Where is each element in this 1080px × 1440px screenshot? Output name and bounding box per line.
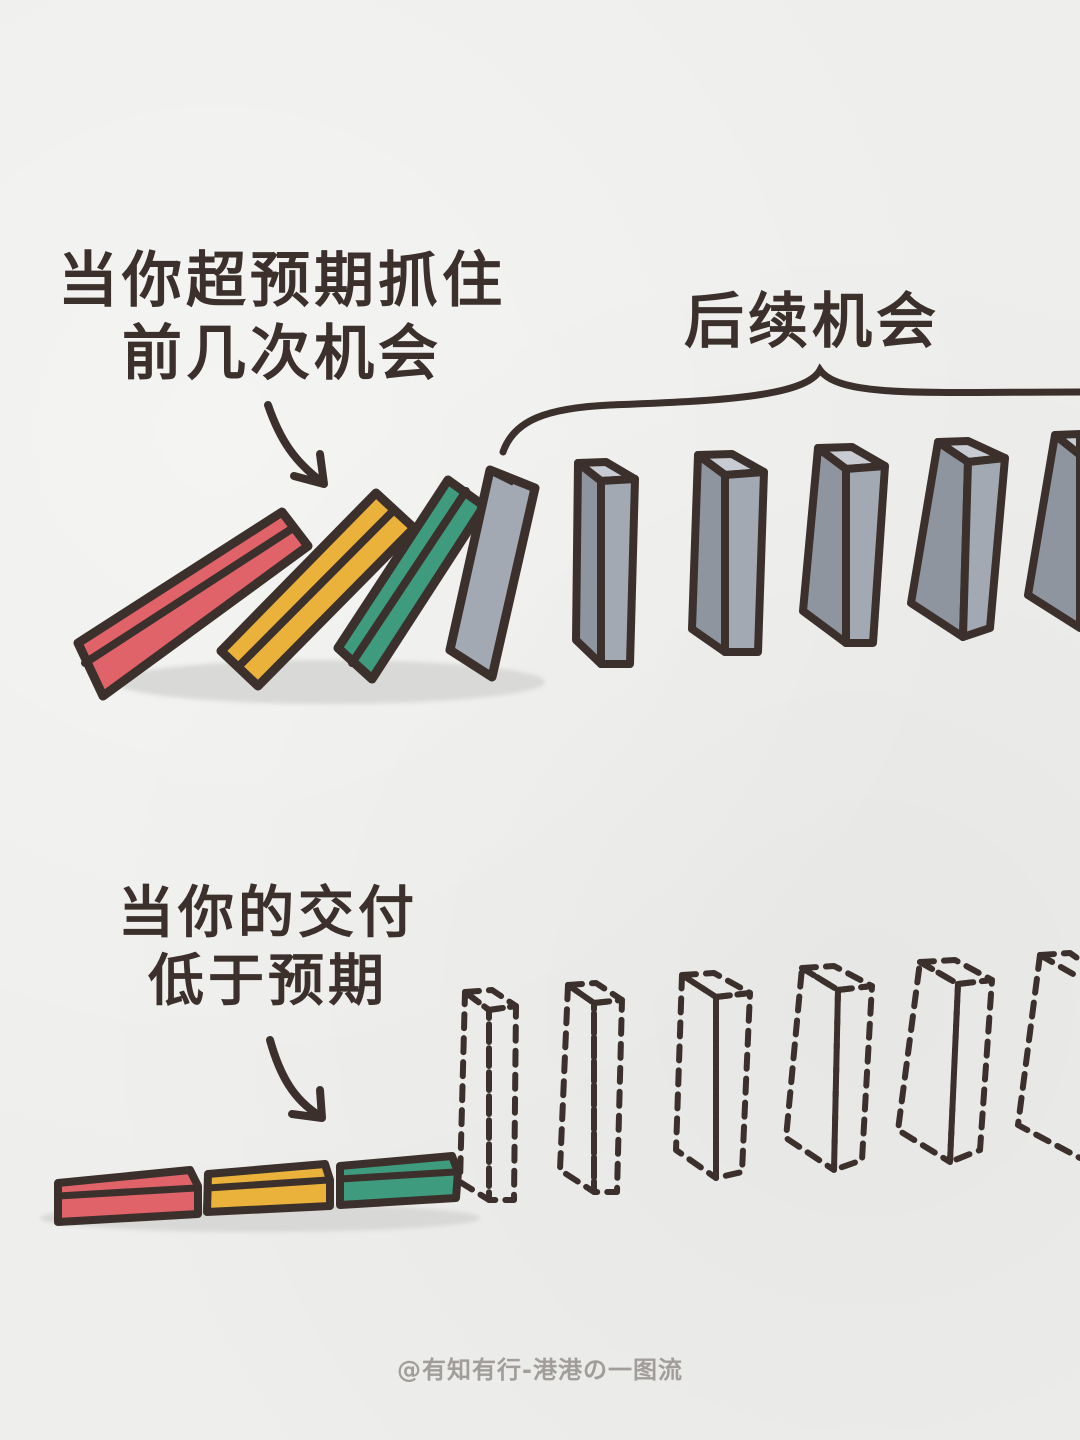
standing-domino-3 <box>799 443 889 647</box>
author-watermark: @有知有行-港港の一图流 <box>397 1356 683 1384</box>
opportunity-brace <box>499 363 1080 456</box>
caption-exceed-line-2: 前几次机会 <box>122 319 442 390</box>
top-domino-chain <box>73 363 1080 704</box>
bottom-domino-chain <box>40 950 1080 1232</box>
caption-below-line-2: 低于预期 <box>148 949 388 1015</box>
bottom-yellow-domino <box>203 1160 334 1216</box>
bottom-arrowhead <box>288 1086 326 1122</box>
bottom-arrow <box>266 1036 324 1120</box>
bottom-red-domino <box>54 1166 202 1226</box>
dashed-domino-1 <box>457 987 519 1203</box>
standing-domino-5 <box>1024 430 1080 632</box>
standing-domino-4 <box>907 437 1009 641</box>
dashed-domino-4 <box>783 963 875 1173</box>
caption-below-expectations: 当你的交付 低于预期 <box>118 880 418 1017</box>
bottom-green-domino <box>336 1152 462 1209</box>
top-arrow <box>264 401 326 486</box>
dashed-domino-2 <box>557 980 625 1195</box>
red-domino <box>73 507 313 701</box>
caption-exceed-expectations: 当你超预期抓住 前几次机会 <box>58 245 506 391</box>
dashed-domino-6 <box>1015 950 1080 1161</box>
dashed-domino-5 <box>895 957 995 1165</box>
top-ground-shadow <box>115 660 545 704</box>
top-arrowhead <box>290 450 328 488</box>
caption-exceed-line-1: 当你超预期抓住 <box>58 246 506 316</box>
caption-later-opportunities: 后续机会 <box>684 287 940 357</box>
dashed-domino-3 <box>673 970 753 1181</box>
standing-domino-2 <box>688 450 768 656</box>
standing-domino-1 <box>572 458 639 668</box>
caption-below-line-1: 当你的交付 <box>118 881 418 946</box>
gray-tipping-domino <box>445 465 540 682</box>
